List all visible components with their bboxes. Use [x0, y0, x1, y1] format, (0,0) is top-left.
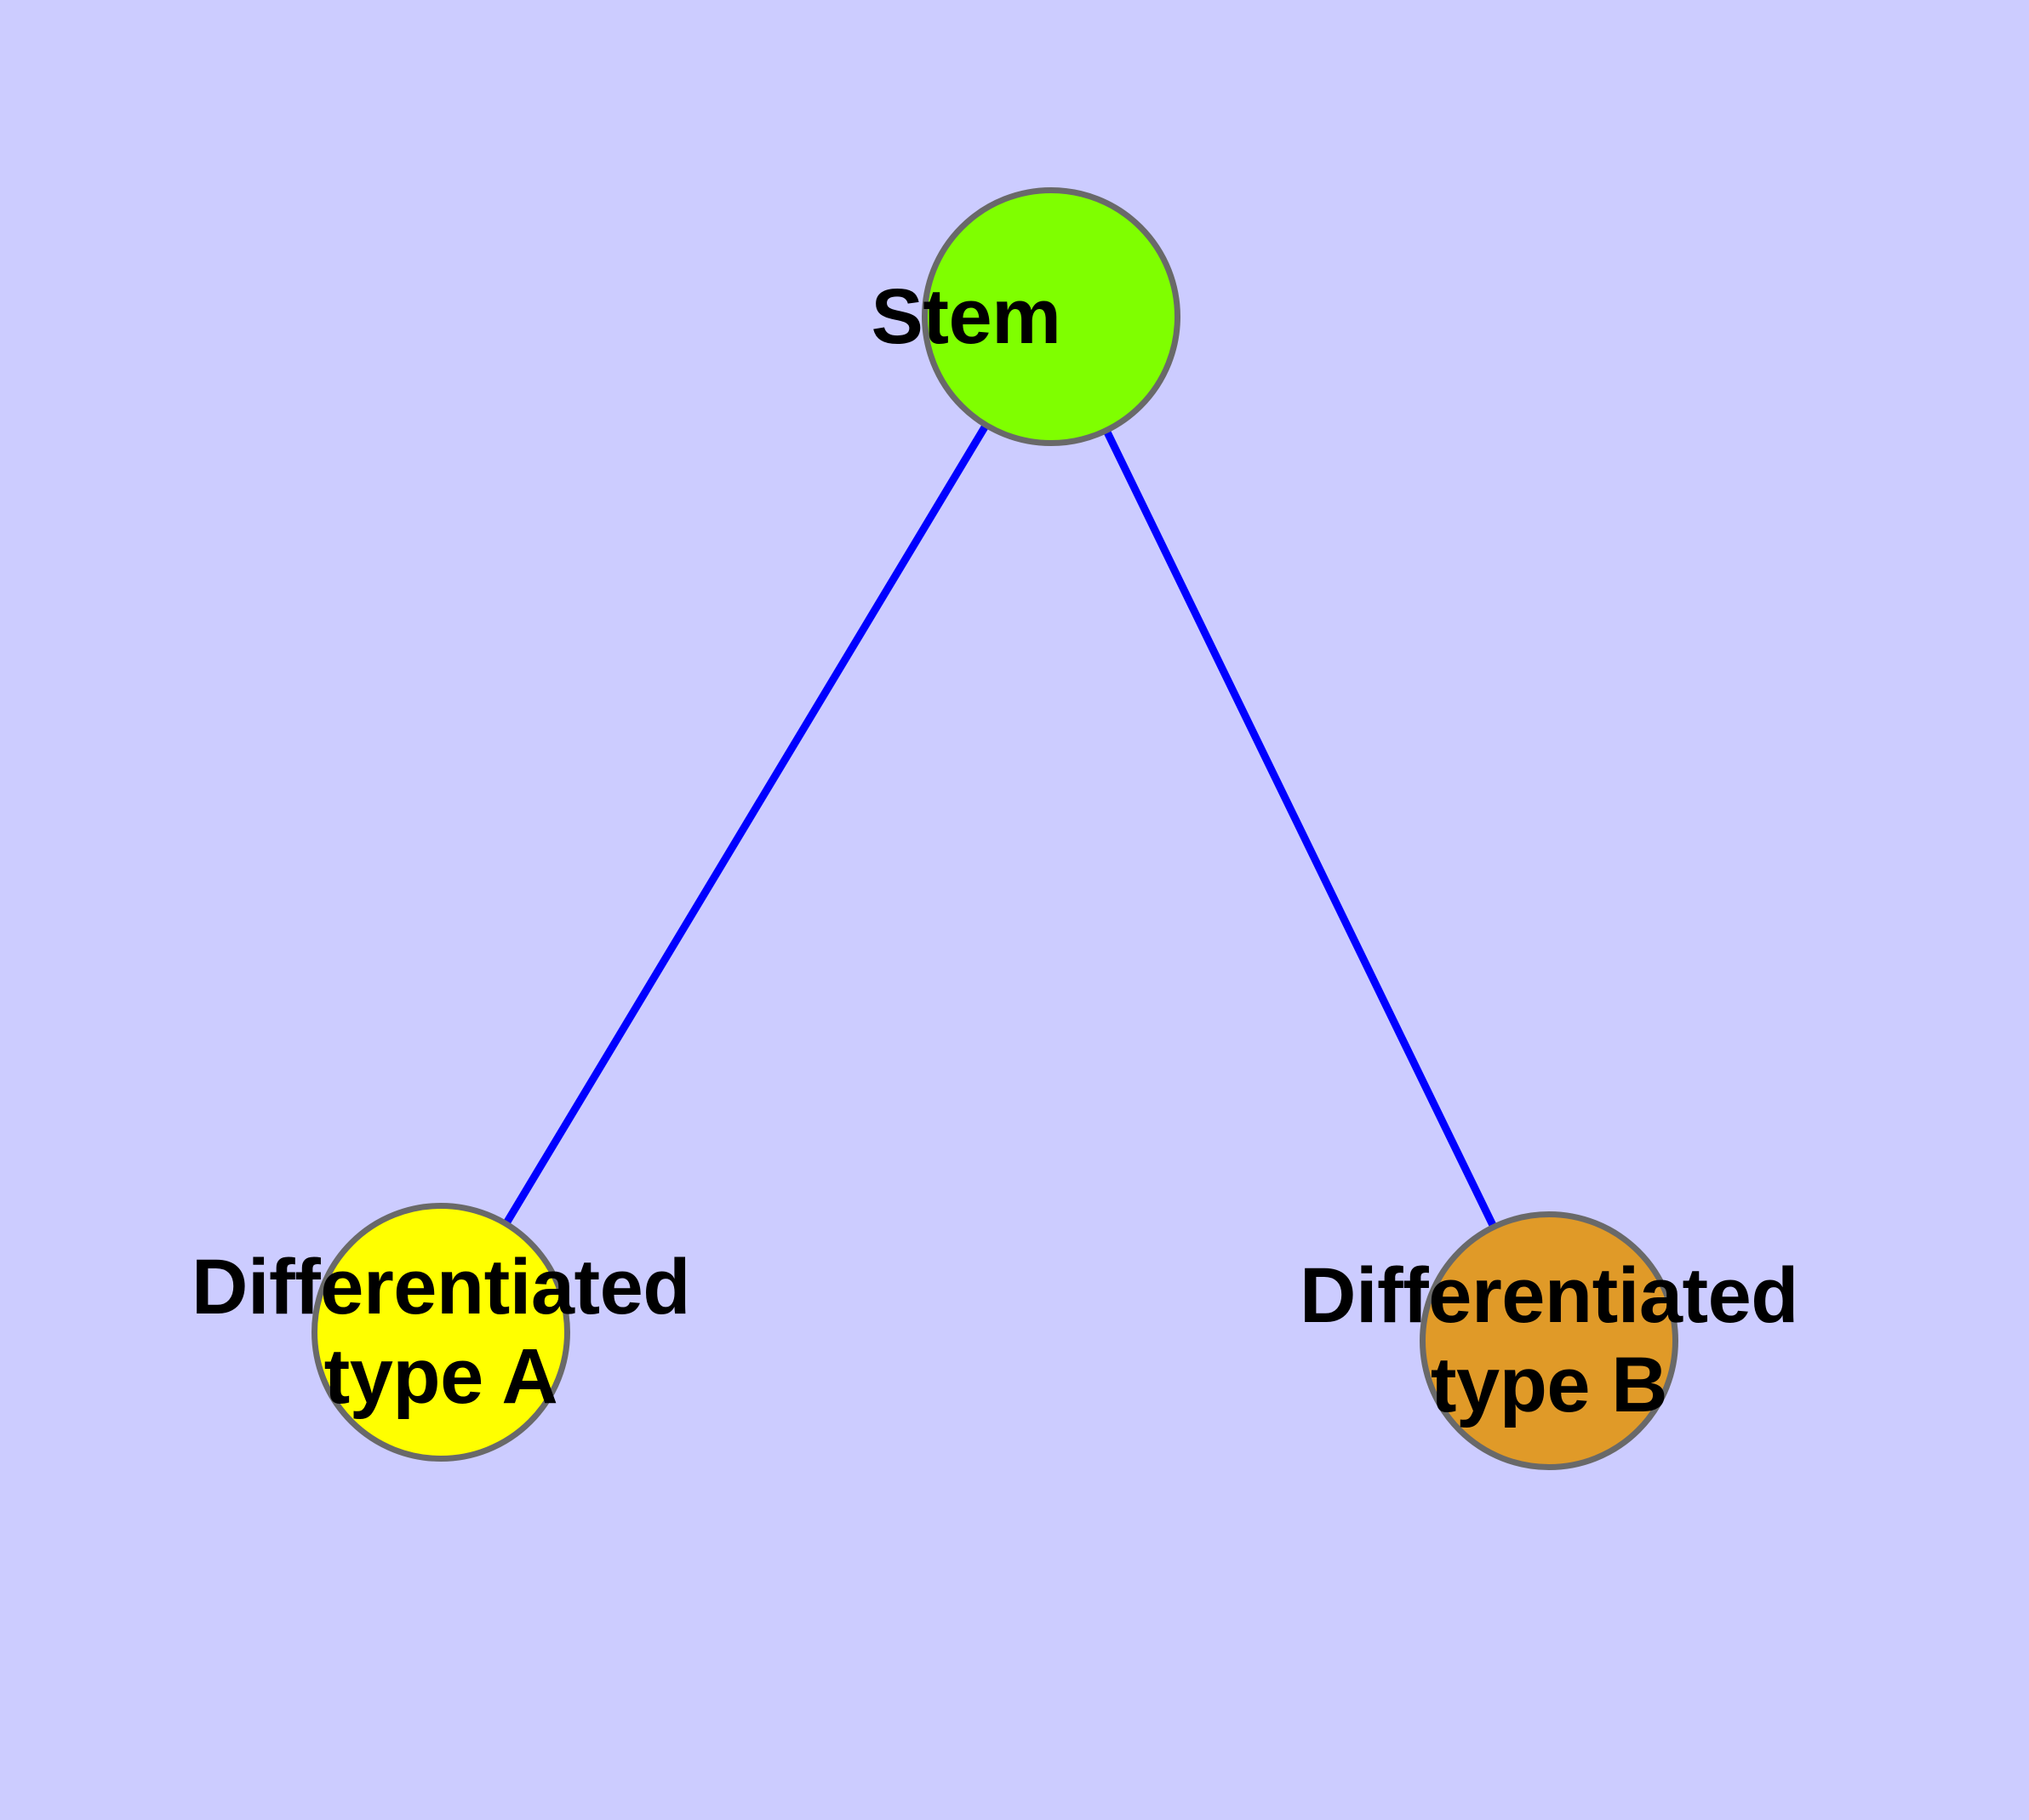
node-differentiated-type-b[interactable]	[1420, 1211, 1678, 1470]
node-differentiated-type-a[interactable]	[311, 1203, 570, 1462]
edge-stem-to-type-b[interactable]	[1047, 315, 1553, 1342]
edge-stem-to-type-a[interactable]	[437, 314, 1055, 1335]
node-stem[interactable]	[922, 187, 1180, 446]
